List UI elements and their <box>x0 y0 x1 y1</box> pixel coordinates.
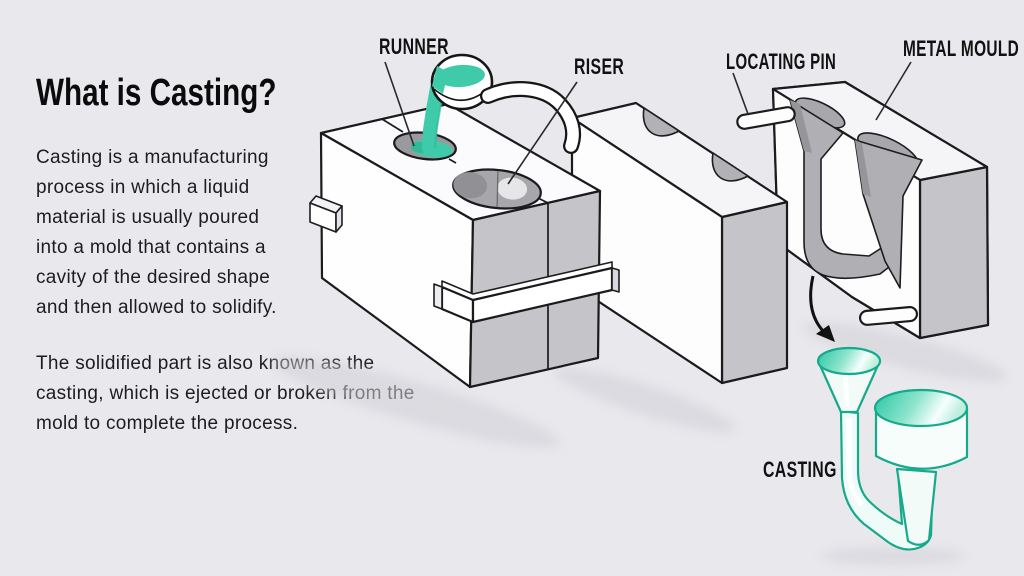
pouring-ladle <box>422 53 582 155</box>
casting-label: CASTING <box>763 459 837 483</box>
molten-metal-stream <box>422 81 444 155</box>
locating-pin-lower <box>858 305 919 326</box>
casting-cylinder-top <box>873 388 969 428</box>
metal-mould-leader-line <box>875 61 912 121</box>
molten-metal-stream-edge <box>434 91 444 149</box>
runner-leader-line <box>384 61 415 147</box>
riser-leader-line <box>507 81 578 185</box>
side-lug-end <box>335 205 343 233</box>
intro-text-panel: What is Casting? Casting is a manufactur… <box>36 72 510 465</box>
casting-funnel-gloss <box>842 369 850 407</box>
locating-pin-upper <box>736 106 796 130</box>
assembled-mold-block <box>309 102 620 389</box>
metal-mould-label: METAL MOULD <box>903 37 1019 61</box>
middle-mould-plate <box>570 101 789 385</box>
ladle-spout-flow <box>432 66 448 94</box>
mould-side-face <box>918 165 990 340</box>
runner-label: RUNNER <box>379 36 449 60</box>
ejection-arrow <box>809 275 826 334</box>
riser-hole <box>452 168 542 210</box>
plate-side-face <box>720 200 789 385</box>
casting-neck <box>895 467 938 546</box>
diagram-labels: RUNNER RISER LOCATING PIN METAL MOULD CA… <box>379 36 1019 483</box>
leader-lines <box>384 61 912 185</box>
locating-pin-label: LOCATING PIN <box>726 49 836 74</box>
casting-part <box>816 346 969 551</box>
page-title: What is Casting? <box>36 72 277 114</box>
clamp-band <box>433 261 620 324</box>
cavity-shading-part <box>855 140 871 197</box>
mould-cavity-sprue-runner <box>789 99 898 280</box>
plate-riser-notch <box>711 152 749 182</box>
locating-pin-leader-line <box>732 72 749 115</box>
intro-paragraph-1: Casting is a manufacturing process in wh… <box>36 147 277 318</box>
molten-metal-surface <box>437 64 485 88</box>
plate-runner-notch <box>642 107 680 137</box>
ejection-arrow-head <box>816 325 835 342</box>
casting-funnel-mouth <box>816 346 882 376</box>
cast-shadows <box>270 322 1007 565</box>
casting-tube-gloss <box>846 418 864 507</box>
riser-label: RISER <box>574 56 624 80</box>
